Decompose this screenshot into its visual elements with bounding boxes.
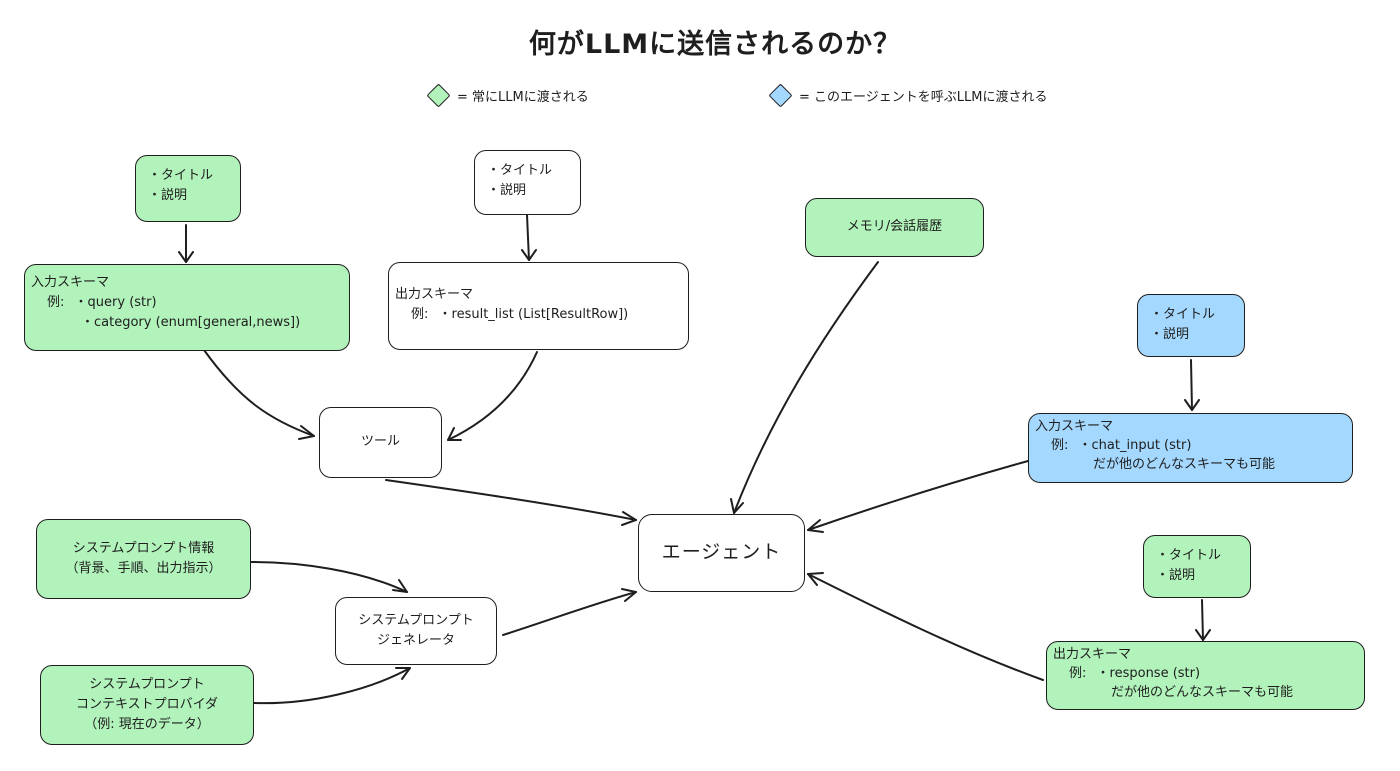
system-prompt-generator-line-1: システムプロンプト [358,612,474,628]
arrow-agent-output-meta-to-schema [1201,599,1204,641]
tool-input-schema-heading: 入力スキーマ [31,275,110,290]
agent-output-item-response: ・response (str) [1096,665,1201,681]
arrowhead-generator-bottom [395,667,411,680]
tool-output-schema-heading: 出力スキーマ [395,287,474,302]
arrow-agent-output-schema-to-agent [807,573,1044,681]
agent-output-schema-box: 出力スキーマ 例: ・response (str) だが他のどんなスキーマも可能 [1046,641,1365,710]
arrowhead-agent-from-input [807,519,824,533]
tool-box: ツール [319,407,442,478]
tool-output-example-prefix: 例: [411,307,429,323]
arrow-sp-info-to-generator [250,561,408,593]
tool-input-item-query: ・query (str) [74,295,157,311]
tool-output-meta-description: ・説明 [487,183,527,199]
arrowhead-agent-from-generator [621,588,637,602]
system-prompt-context-box: システムプロンプト コンテキストプロバイダ （例: 現在のデータ） [40,665,254,745]
memory-label: メモリ/会話履歴 [846,219,943,235]
blue-diamond-icon [768,83,793,108]
memory-box: メモリ/会話履歴 [805,198,984,257]
tool-output-meta-box: ・タイトル ・説明 [474,150,581,215]
tool-output-meta-title: ・タイトル [487,163,553,178]
tool-input-meta-box: ・タイトル ・説明 [135,155,241,222]
arrow-generator-to-agent [502,591,637,636]
agent-input-schema-row: 例: ・chat_input (str) [1035,437,1346,456]
legend-agent-label: = このエージェントを呼ぶLLMに渡される [799,90,1048,105]
arrowhead-agent-from-output [807,572,824,586]
legend-agent: = このエージェントを呼ぶLLMに渡される [768,83,1048,108]
system-prompt-generator-line-2: ジェネレータ [376,633,455,648]
agent-output-schema-note: だが他のどんなスキーマも可能 [1111,684,1294,700]
arrow-tool-to-agent [385,479,637,521]
arrow-memory-to-agent [733,261,879,514]
arrowhead-agent-output-schema [1195,629,1211,641]
tool-input-schema-box: 入力スキーマ 例: ・query (str) ・category (enum[g… [24,264,350,351]
agent-input-schema-box: 入力スキーマ 例: ・chat_input (str) だが他のどんなスキーマも… [1028,413,1353,483]
agent-input-schema-heading: 入力スキーマ [1035,419,1114,434]
arrowhead-generator-top [392,579,408,593]
agent-input-item-chat-input: ・chat_input (str) [1078,437,1192,453]
arrowhead-input-schema [178,251,194,263]
arrow-context-to-generator [253,667,411,705]
agent-output-schema-heading: 出力スキーマ [1053,647,1132,662]
arrowhead-agent-from-tool [621,511,637,526]
arrow-output-schema-to-tool [447,351,538,441]
arrow-agent-input-schema-to-agent [807,460,1029,531]
agent-output-schema-row: 例: ・response (str) [1053,665,1358,684]
agent-output-example-prefix: 例: [1069,665,1087,681]
tool-output-schema-box: 出力スキーマ 例: ・result_list (List[ResultRow]) [388,262,689,350]
arrow-output-meta-to-output-schema [526,214,530,261]
tool-input-example-prefix: 例: [47,295,65,311]
agent-input-schema-note: だが他のどんなスキーマも可能 [1093,456,1276,472]
system-prompt-info-title: システムプロンプト情報 [72,540,215,556]
arrowhead-output-schema [521,249,537,261]
system-prompt-info-subtitle: （背景、手順、出力指示） [65,561,222,576]
system-prompt-info-box: システムプロンプト情報 （背景、手順、出力指示） [36,519,251,599]
tool-label: ツール [360,434,400,450]
agent-input-meta-description: ・説明 [1150,327,1190,343]
agent-output-meta-description: ・説明 [1156,568,1196,584]
arrowhead-tool-right [447,427,462,441]
system-prompt-context-line-1: システムプロンプト [89,676,205,692]
system-prompt-context-line-3: （例: 現在のデータ） [84,717,210,733]
tool-input-item-category: ・category (enum[general,news]) [81,315,301,331]
agent-box: エージェント [638,514,805,592]
arrowhead-tool-left [298,425,315,440]
agent-output-meta-box: ・タイトル ・説明 [1143,535,1251,598]
agent-input-meta-box: ・タイトル ・説明 [1137,294,1245,357]
tool-output-schema-row: 例: ・result_list (List[ResultRow]) [395,305,682,325]
diagram-title: 何がLLMに送信されるのか？ [528,29,902,60]
arrow-agent-input-meta-to-schema [1190,359,1193,411]
agent-input-meta-title: ・タイトル [1150,307,1216,322]
legend-always: = 常にLLMに渡される [426,83,589,108]
arrowhead-agent-input-schema [1184,399,1200,411]
tool-input-meta-title: ・タイトル [148,168,214,183]
green-diamond-icon [426,83,451,108]
agent-input-example-prefix: 例: [1051,437,1069,453]
arrow-input-schema-to-tool [203,349,315,437]
legend-always-label: = 常にLLMに渡される [457,90,589,105]
tool-input-schema-row-1: 例: ・query (str) [31,293,343,313]
system-prompt-context-line-2: コンテキストプロバイダ [75,696,219,712]
tool-input-meta-description: ・説明 [148,188,188,204]
agent-output-meta-title: ・タイトル [1156,548,1222,563]
agent-label: エージェント [661,541,782,564]
arrowhead-agent-from-memory [730,498,744,514]
tool-output-item-result-list: ・result_list (List[ResultRow]) [438,307,629,323]
system-prompt-generator-box: システムプロンプト ジェネレータ [335,597,497,665]
